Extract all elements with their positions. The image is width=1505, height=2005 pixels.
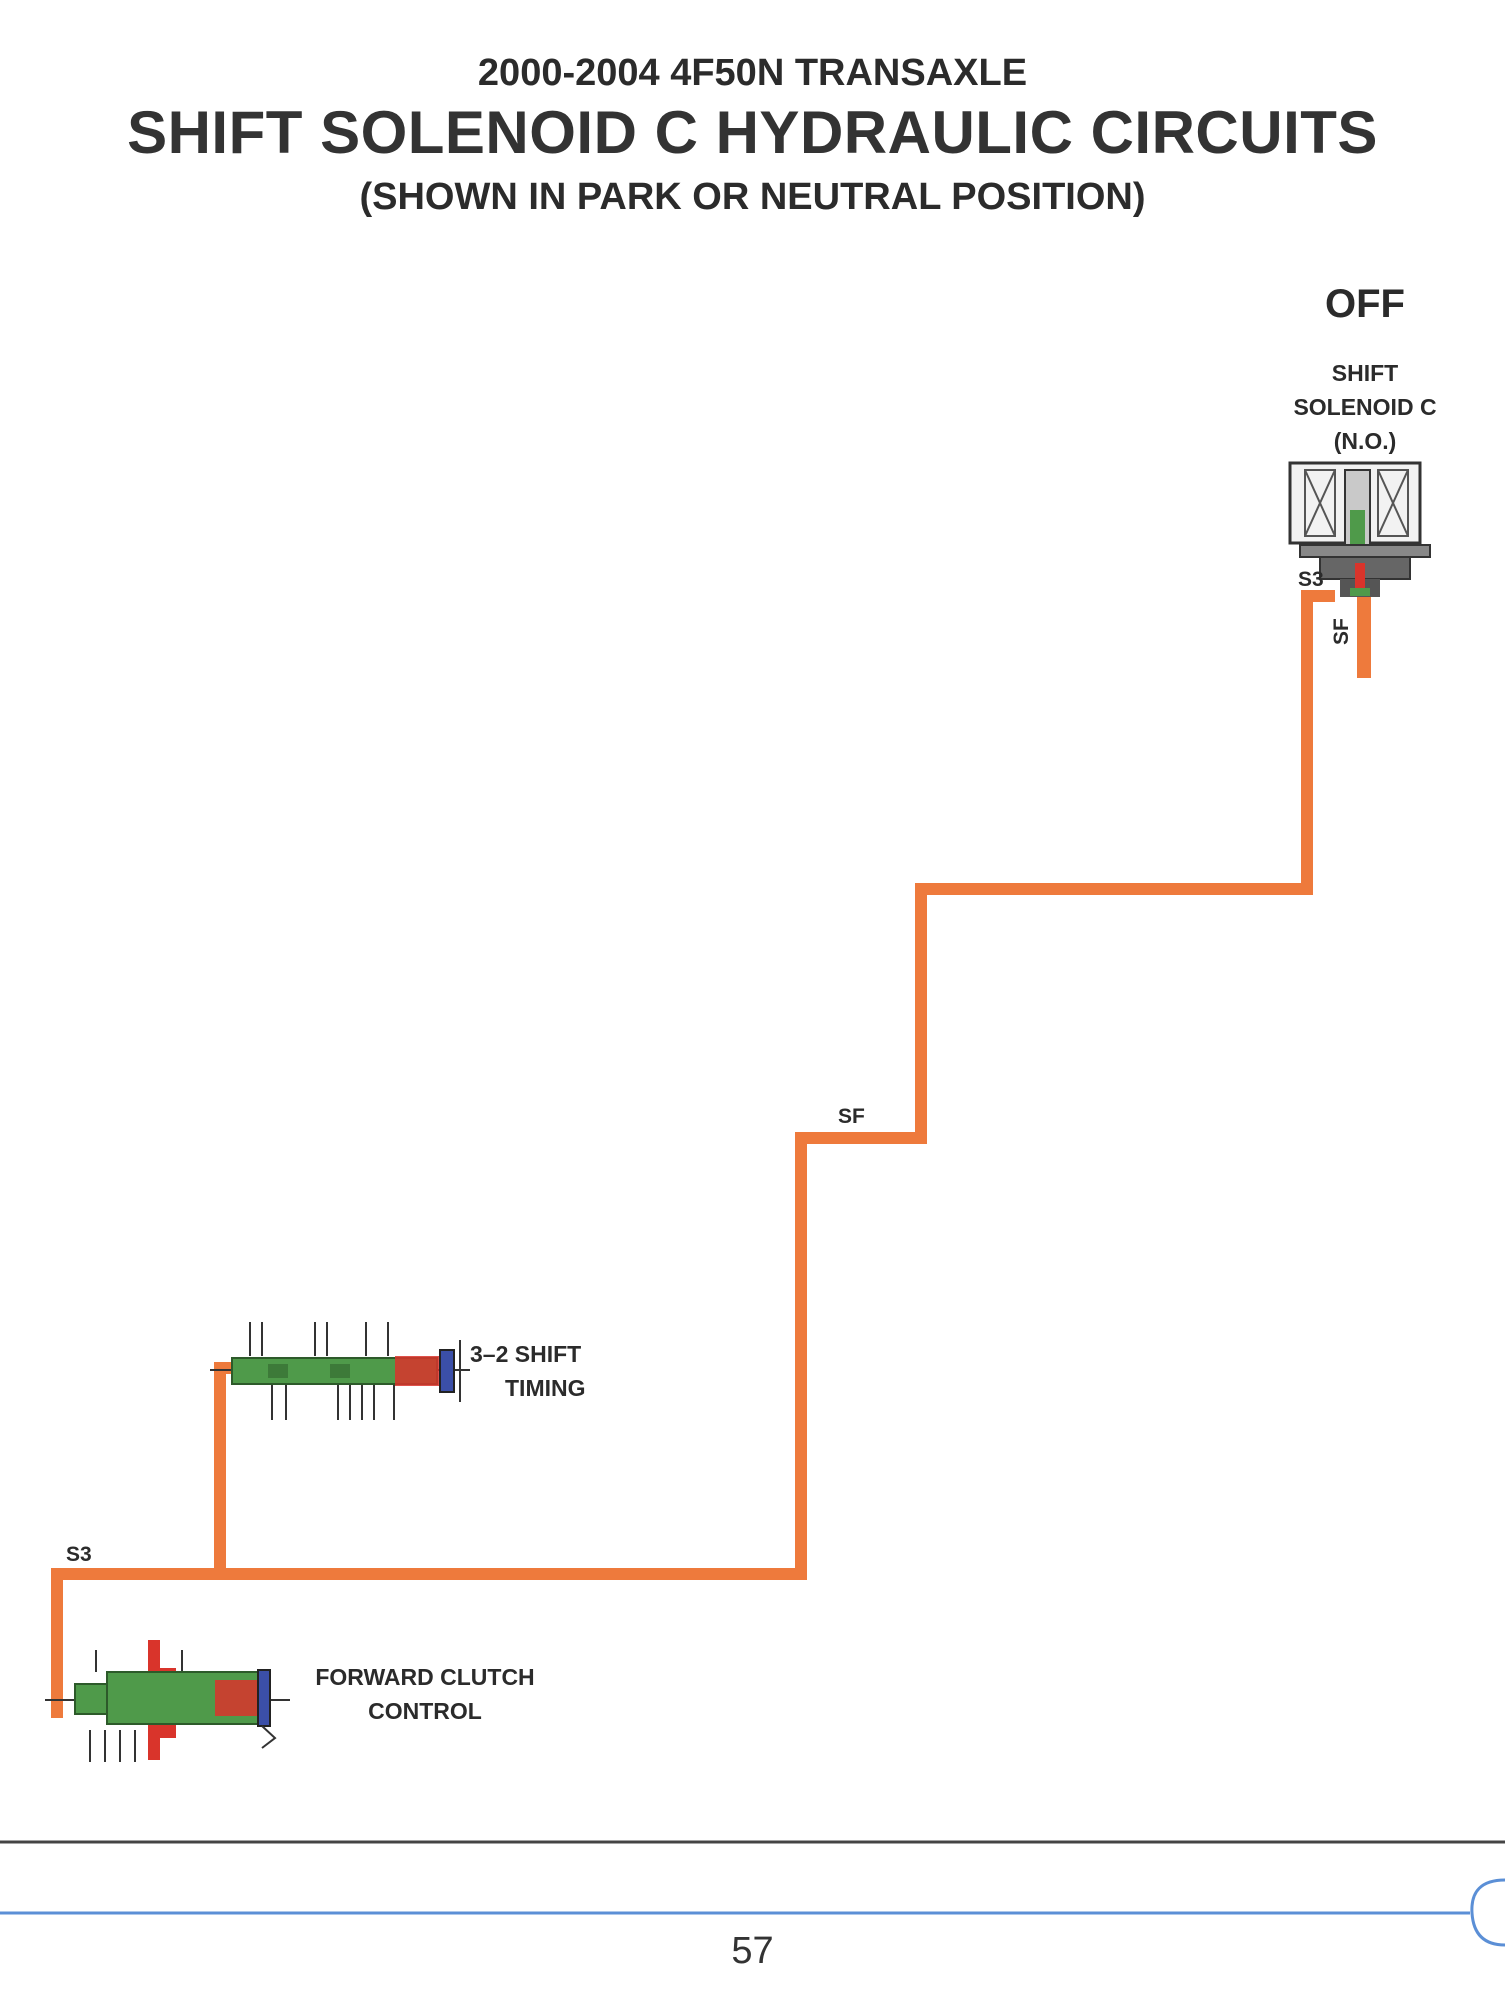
tag-sf-solenoid: SF — [1330, 618, 1353, 645]
solenoid-name-line3: (N.O.) — [1333, 428, 1397, 454]
forward-clutch-control-line1: FORWARD CLUTCH — [315, 1664, 535, 1690]
solenoid-name-line2: SOLENOID C — [1293, 394, 1437, 420]
forward-clutch-control-valve-icon — [45, 1640, 290, 1762]
footer-tab-curve — [1470, 1878, 1505, 1947]
tag-s3-left: S3 — [66, 1543, 92, 1566]
document-title: SHIFT SOLENOID C HYDRAULIC CIRCUITS — [127, 99, 1378, 166]
tag-sf-mid: SF — [838, 1105, 865, 1128]
3-2-shift-timing-line1: 3–2 SHIFT — [470, 1341, 582, 1367]
solenoid-state-label: OFF — [1325, 282, 1405, 326]
tag-s3-solenoid: S3 — [1298, 568, 1324, 591]
document-subtitle: (SHOWN IN PARK OR NEUTRAL POSITION) — [359, 176, 1146, 218]
3-2-shift-timing-label: 3–2 SHIFT TIMING — [470, 1337, 620, 1405]
document-supertitle: 2000-2004 4F50N TRANSAXLE — [477, 52, 1028, 94]
forward-clutch-control-line2: CONTROL — [368, 1698, 482, 1724]
s3-circuit-line — [51, 590, 1335, 1718]
solenoid-name-label: SHIFT SOLENOID C (N.O.) — [1268, 356, 1462, 458]
3-2-shift-timing-line2: TIMING — [505, 1375, 586, 1401]
shift-solenoid-c-icon — [1288, 461, 1431, 597]
forward-clutch-control-label: FORWARD CLUTCH CONTROL — [290, 1660, 560, 1728]
3-2-shift-timing-valve-icon — [210, 1322, 470, 1420]
solenoid-name-line1: SHIFT — [1331, 360, 1399, 386]
page-number: 57 — [731, 1930, 774, 1972]
sf-circuit-line — [220, 590, 1313, 1580]
